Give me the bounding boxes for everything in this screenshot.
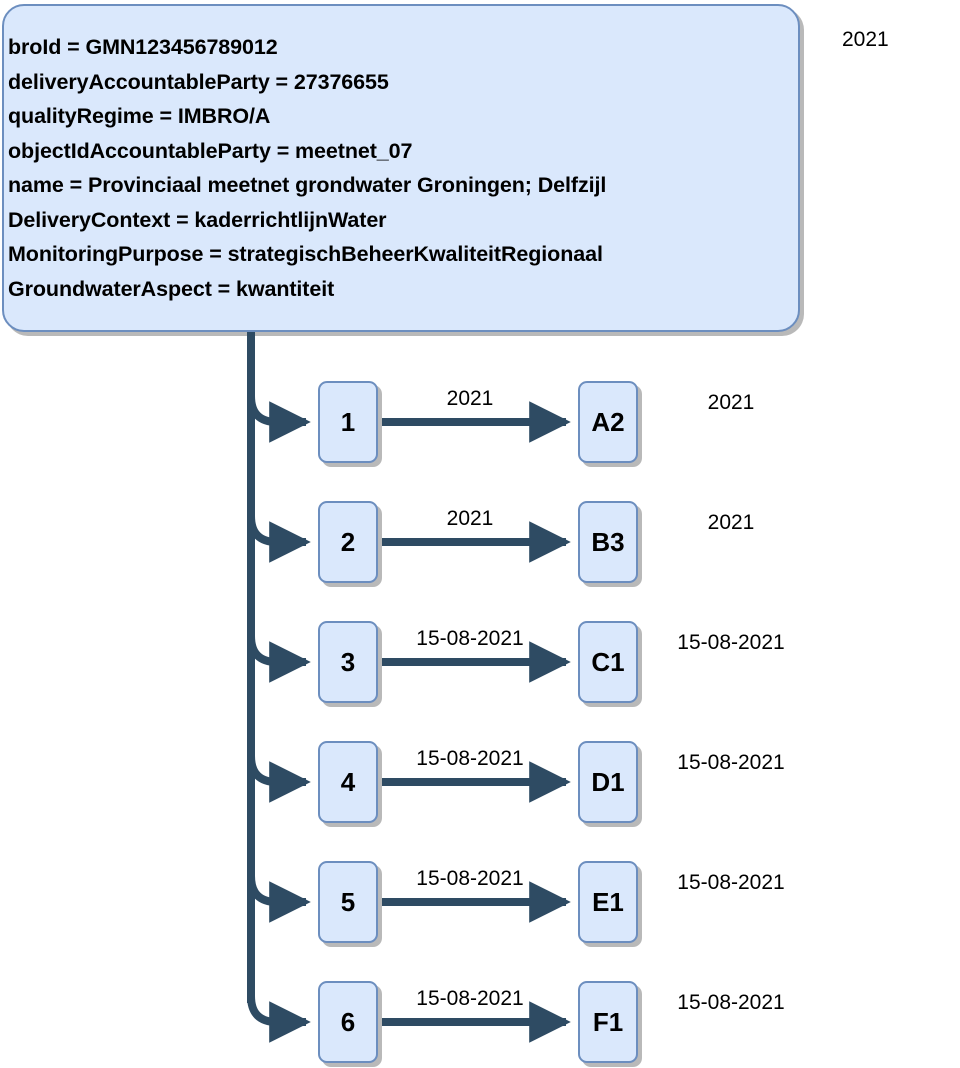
- info-line-monitoring-purpose: MonitoringPurpose = strategischBeheerKwa…: [8, 242, 603, 266]
- info-attribute-list: broId = GMN123456789012 deliveryAccounta…: [8, 30, 792, 306]
- target-node-a2-label: A2: [591, 407, 625, 437]
- monitoring-network-info-box[interactable]: broId = GMN123456789012 deliveryAccounta…: [2, 4, 800, 332]
- target-node-b3[interactable]: B3: [578, 501, 638, 583]
- target-node-e1[interactable]: E1: [578, 861, 638, 943]
- side-label-5: 15-08-2021: [677, 871, 785, 894]
- info-line-groundwater-aspect: GroundwaterAspect = kwantiteit: [8, 276, 335, 301]
- target-node-d1[interactable]: D1: [578, 741, 638, 823]
- source-node-2-label: 2: [340, 527, 356, 557]
- source-node-5-label: 5: [340, 887, 356, 917]
- side-label-2: 2021: [707, 511, 755, 534]
- info-line-quality-regime: qualityRegime = IMBRO/A: [8, 104, 271, 128]
- branch-line-2: [247, 515, 311, 563]
- source-node-1[interactable]: 1: [318, 381, 378, 463]
- source-node-6[interactable]: 6: [318, 981, 378, 1063]
- source-node-4-label: 4: [340, 767, 356, 797]
- target-node-c1[interactable]: C1: [578, 621, 638, 703]
- info-line-delivery-context: DeliveryContext = kaderrichtlijnWater: [8, 207, 387, 232]
- source-node-4[interactable]: 4: [318, 741, 378, 823]
- edge-label-1: 2021: [446, 387, 494, 410]
- branch-line-1: [247, 395, 311, 443]
- target-node-c1-label: C1: [591, 647, 625, 677]
- source-node-2[interactable]: 2: [318, 501, 378, 583]
- target-node-b3-label: B3: [591, 527, 625, 557]
- source-node-3[interactable]: 3: [318, 621, 378, 703]
- branch-line-6: [247, 995, 311, 1043]
- side-label-4: 15-08-2021: [677, 751, 785, 774]
- side-label-6: 15-08-2021: [677, 991, 785, 1014]
- corner-year-label: 2021: [842, 28, 889, 51]
- target-node-e1-label: E1: [592, 887, 624, 917]
- info-line-name: name = Provinciaal meetnet grondwater Gr…: [8, 173, 607, 197]
- side-label-1: 2021: [707, 391, 755, 414]
- side-label-3: 15-08-2021: [677, 631, 785, 654]
- edge-label-2: 2021: [446, 507, 494, 530]
- edge-label-4: 15-08-2021: [416, 747, 524, 770]
- target-node-d1-label: D1: [591, 767, 625, 797]
- source-node-5[interactable]: 5: [318, 861, 378, 943]
- info-line-object-id-accountable-party: objectIdAccountableParty = meetnet_07: [8, 138, 413, 163]
- info-line-delivery-accountable-party: deliveryAccountableParty = 27376655: [8, 69, 389, 94]
- edge-label-6: 15-08-2021: [416, 987, 524, 1010]
- target-node-f1-label: F1: [592, 1007, 624, 1037]
- target-node-a2[interactable]: A2: [578, 381, 638, 463]
- edge-label-3: 15-08-2021: [416, 627, 524, 650]
- info-line-broid: broId = GMN123456789012: [8, 35, 278, 59]
- source-node-1-label: 1: [340, 407, 356, 437]
- edge-label-5: 15-08-2021: [416, 867, 524, 890]
- branch-line-4: [247, 755, 311, 803]
- branch-line-3: [247, 635, 311, 683]
- target-node-f1[interactable]: F1: [578, 981, 638, 1063]
- source-node-3-label: 3: [340, 647, 356, 677]
- source-node-6-label: 6: [340, 1007, 356, 1037]
- branch-line-5: [247, 875, 311, 923]
